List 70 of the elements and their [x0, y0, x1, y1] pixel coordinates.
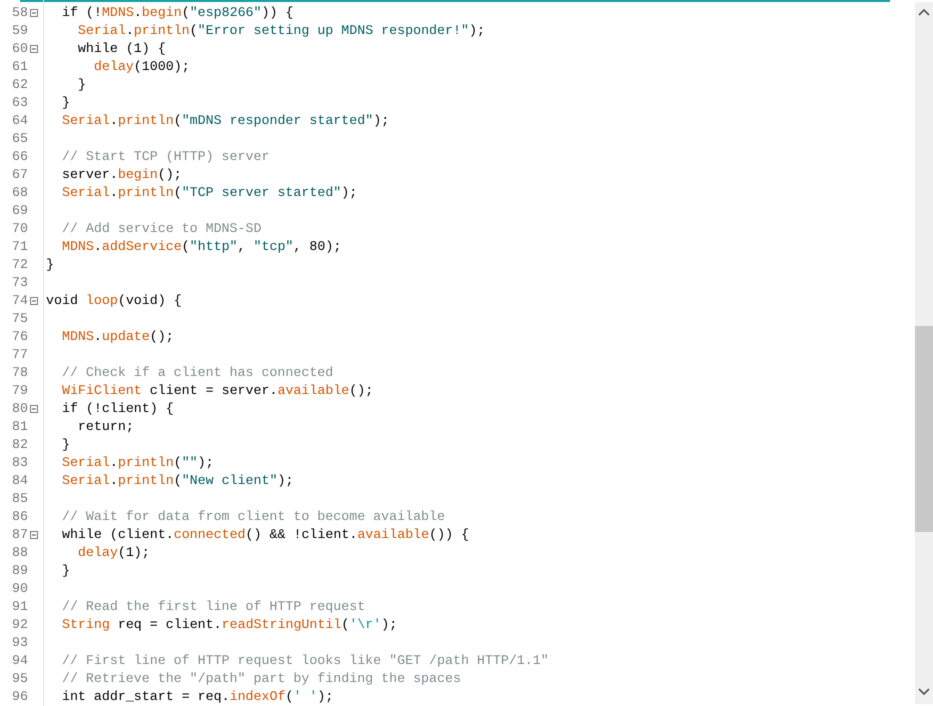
code-line: MDNS.addService("http", "tcp", 80);: [60, 238, 342, 256]
line-number: 62: [11, 76, 28, 94]
code-line: return;: [76, 418, 134, 436]
line-number: 61: [11, 58, 28, 76]
code-line: server.begin();: [60, 166, 182, 184]
line-number: 87: [11, 526, 28, 544]
line-number: 85: [11, 490, 28, 508]
code-line: int addr_start = req.indexOf(' ');: [60, 688, 334, 706]
line-number: 63: [11, 94, 28, 112]
line-number: 72: [11, 256, 28, 274]
code-line: }: [46, 256, 54, 274]
code-line: delay(1);: [76, 544, 150, 562]
code-line: WiFiClient client = server.available();: [60, 382, 374, 400]
line-number: 60: [11, 40, 28, 58]
line-number: 68: [11, 184, 28, 202]
line-number: 79: [11, 382, 28, 400]
code-line: Serial.println("mDNS responder started");: [60, 112, 390, 130]
code-line: Serial.println("New client");: [60, 472, 294, 490]
line-number: 88: [11, 544, 28, 562]
code-line: while (1) {: [76, 40, 166, 58]
code-line: // Start TCP (HTTP) server: [60, 148, 270, 166]
line-number: 73: [11, 274, 28, 292]
line-number: 69: [11, 202, 28, 220]
line-number: 64: [11, 112, 28, 130]
code-line: }: [60, 94, 70, 112]
code-line: delay(1000);: [92, 58, 190, 76]
code-line: while (client.connected() && !client.available()) {: [60, 526, 470, 544]
line-number: 94: [11, 652, 28, 670]
code-line: // Retrieve the "/path" part by finding the spaces: [60, 670, 461, 688]
line-number: 65: [11, 130, 28, 148]
line-number: 80: [11, 400, 28, 418]
line-number: 70: [11, 220, 28, 238]
line-number: 81: [11, 418, 28, 436]
line-number: 71: [11, 238, 28, 256]
code-line: String req = client.readStringUntil('\r');: [60, 616, 398, 634]
line-number: 89: [11, 562, 28, 580]
code-line: }: [76, 76, 86, 94]
code-line: }: [60, 436, 70, 454]
line-number: 77: [11, 346, 28, 364]
code-line: MDNS.update();: [60, 328, 174, 346]
line-number: 66: [11, 148, 28, 166]
line-number: 92: [11, 616, 28, 634]
line-number: 82: [11, 436, 28, 454]
line-number: 83: [11, 454, 28, 472]
code-line: // Add service to MDNS-SD: [60, 220, 262, 238]
line-number: 95: [11, 670, 28, 688]
code-line: void loop(void) {: [46, 292, 182, 310]
line-number: 96: [11, 688, 28, 706]
line-number: 84: [11, 472, 28, 490]
code-line: // Read the first line of HTTP request: [60, 598, 366, 616]
code-line: }: [60, 562, 70, 580]
line-number: 93: [11, 634, 28, 652]
line-number: 78: [11, 364, 28, 382]
line-number: 86: [11, 508, 28, 526]
line-number: 75: [11, 310, 28, 328]
code-line: // First line of HTTP request looks like "GET /path HTTP/1.1": [60, 652, 549, 670]
line-number: 58: [11, 4, 28, 22]
code-line: Serial.println("TCP server started");: [60, 184, 358, 202]
code-line: // Wait for data from client to become available: [60, 508, 445, 526]
line-number: 76: [11, 328, 28, 346]
code-line: Serial.println("");: [60, 454, 214, 472]
code-line: Serial.println("Error setting up MDNS responder!");: [76, 22, 485, 40]
line-number: 59: [11, 22, 28, 40]
line-number: 90: [11, 580, 28, 598]
line-number: 74: [11, 292, 28, 310]
line-number: 67: [11, 166, 28, 184]
code-line: // Check if a client has connected: [60, 364, 334, 382]
code-line: if (!client) {: [60, 400, 174, 418]
line-number: 91: [11, 598, 28, 616]
code-line: if (!MDNS.begin("esp8266")) {: [60, 4, 294, 22]
